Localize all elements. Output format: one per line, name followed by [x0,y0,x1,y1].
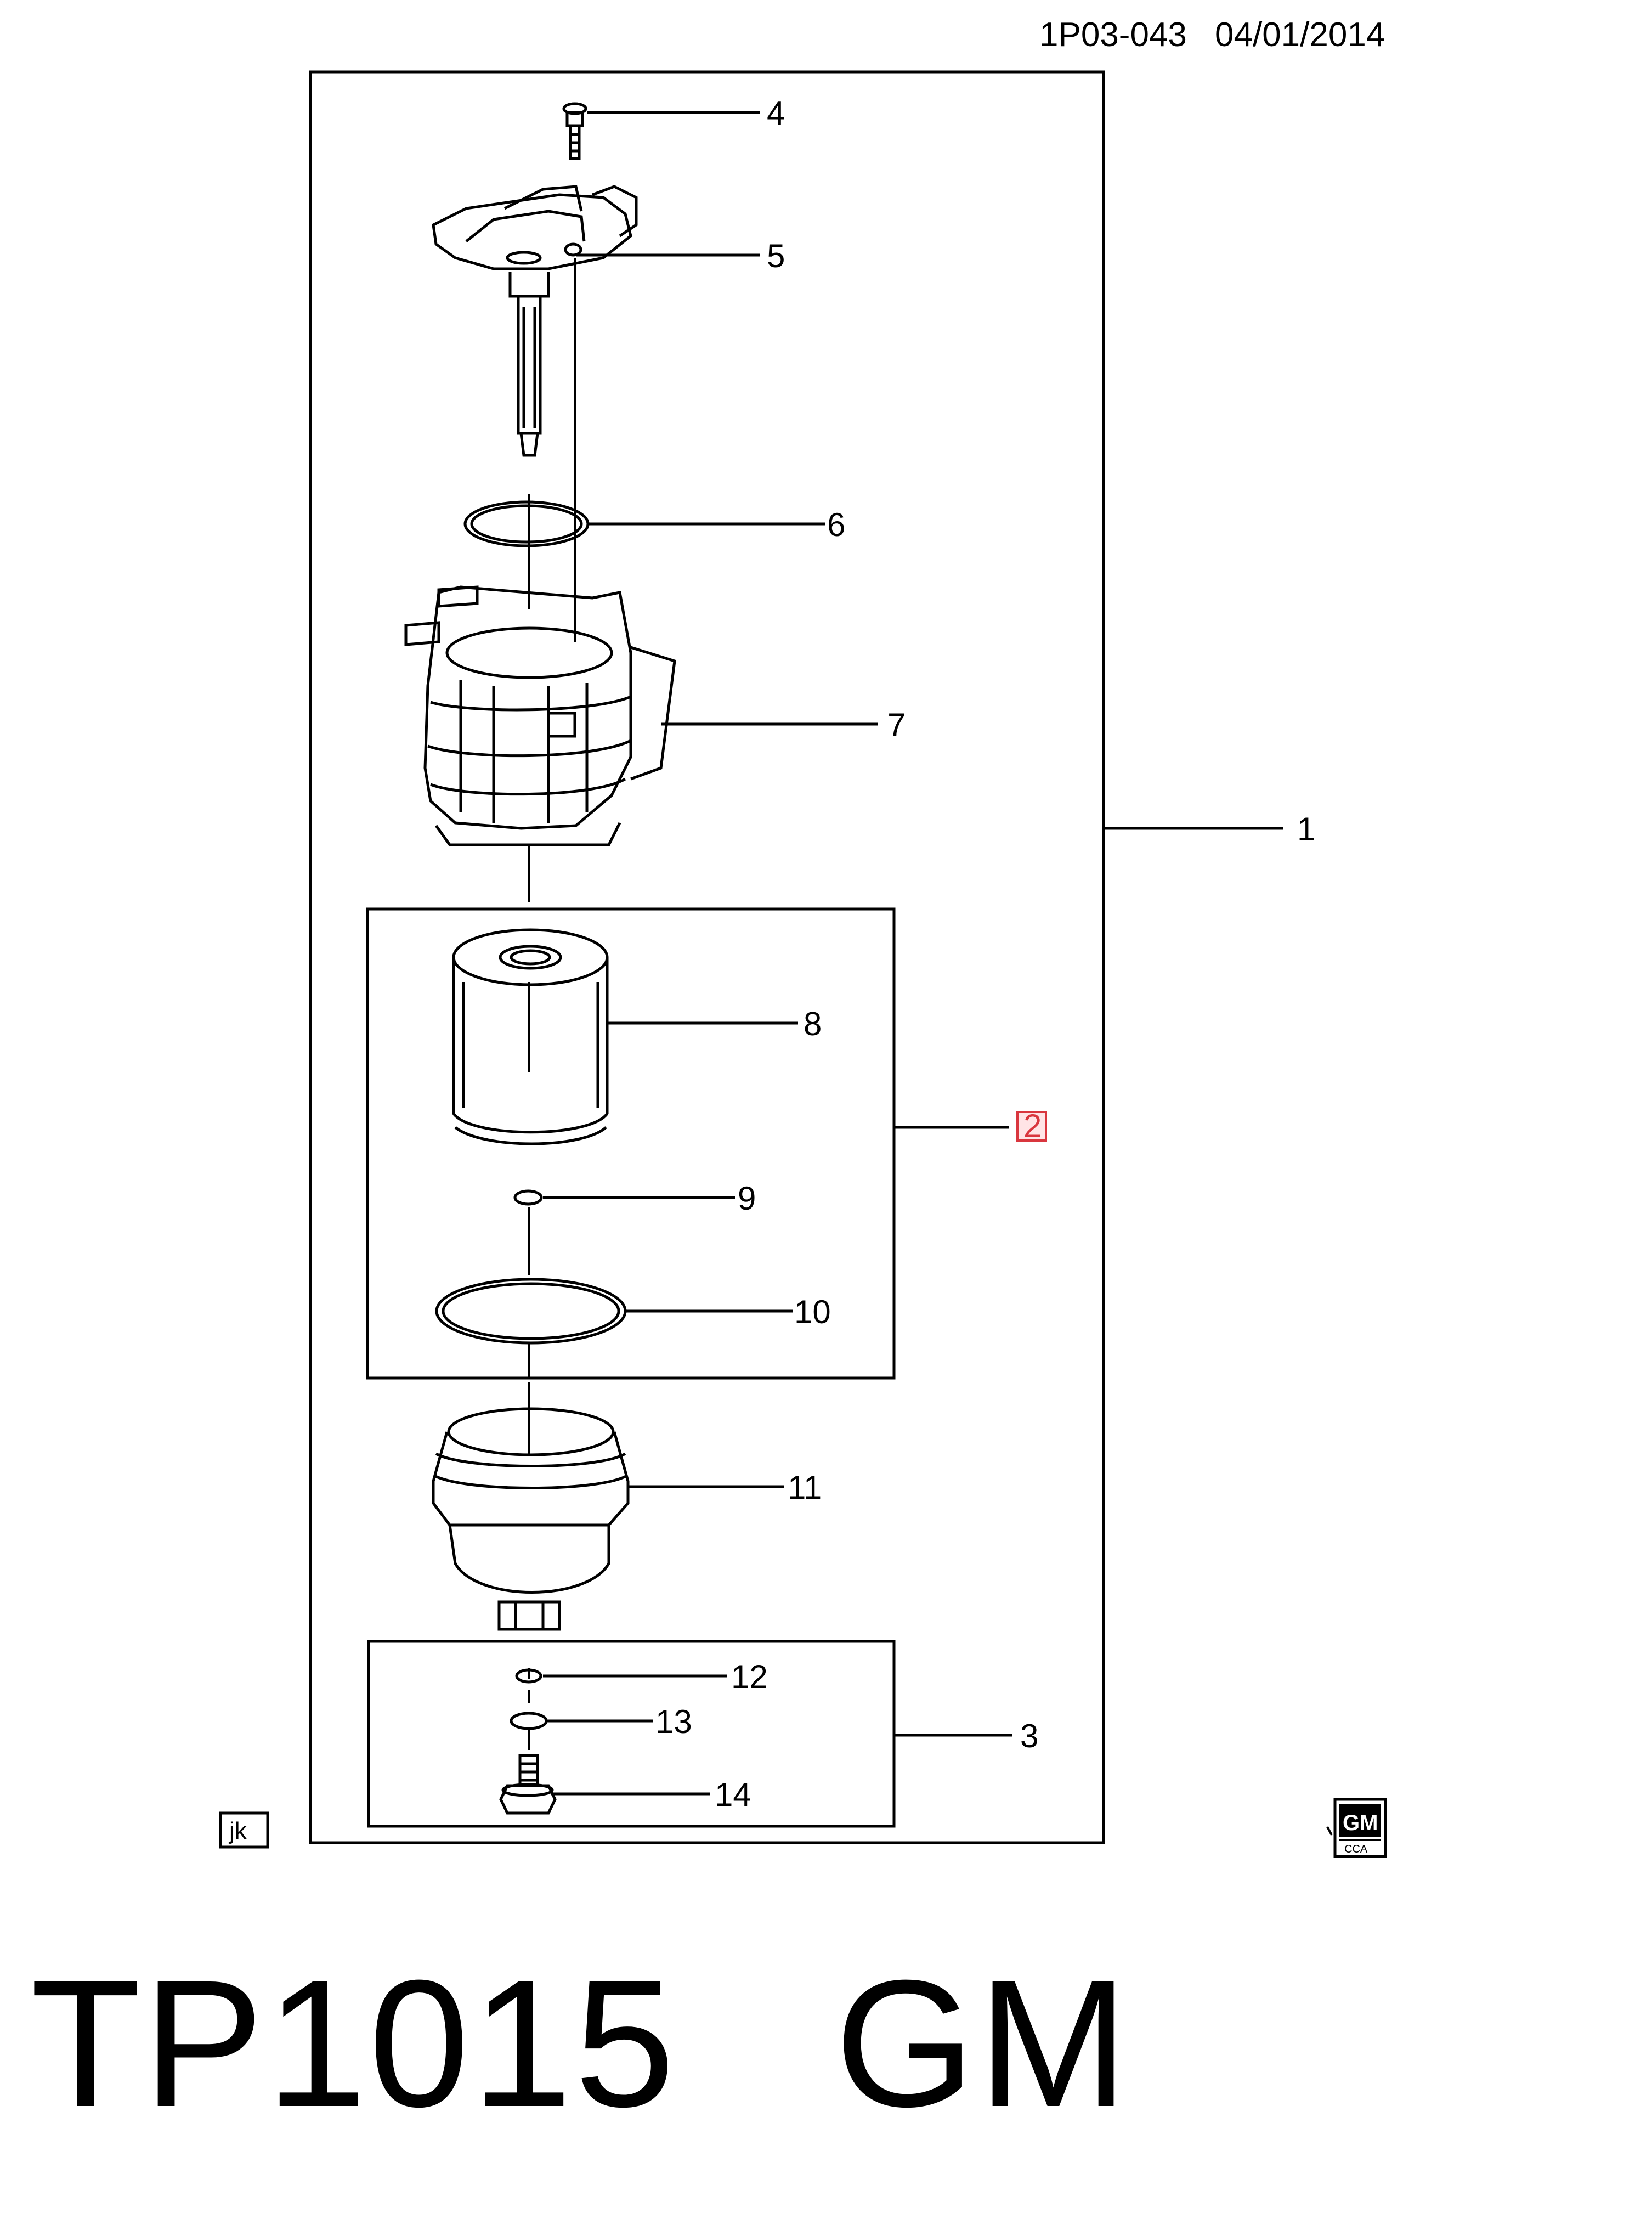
callout-13: 13 [655,1703,692,1740]
doc-date: 04/01/2014 [1215,16,1385,54]
filter-housing-part [404,585,676,846]
callout-2-highlight [1016,1111,1047,1142]
callout-6: 6 [827,506,845,543]
jk-stamp-box [219,1811,269,1849]
filter-cap-part [432,1407,630,1631]
drain-kit-frame [367,1640,896,1828]
o-ring-small-part [513,1189,543,1206]
gm-logo-text: GM [1343,1811,1378,1835]
assembly-axis [528,258,576,1750]
assembly-frame [309,70,1105,1844]
gm-logo-icon: GM CCA [1326,1798,1387,1858]
doc-id: 1P03-043 [1039,16,1187,54]
drain-plug-part [499,1754,557,1815]
part-number-footer: TP1015 GM [30,1953,1130,2134]
o-ring-large-part [435,1278,627,1345]
callout-14: 14 [715,1776,751,1813]
callout-9: 9 [738,1180,756,1217]
o-ring-upper-part [463,500,590,547]
callout-3: 3 [1020,1718,1038,1754]
callout-8: 8 [804,1006,822,1042]
jk-stamp: jk [228,1817,247,1844]
leader-lines [543,111,1283,1796]
seal-ring-part [510,1712,548,1730]
filter-kit-frame [366,907,896,1380]
callout-5: 5 [767,238,785,274]
callout-12: 12 [731,1658,768,1695]
callout-2[interactable]: 2 [1023,1108,1042,1144]
bolt-part [562,102,587,160]
callout-10: 10 [794,1294,831,1330]
brand-name: GM [834,1942,1131,2144]
filter-element-part [452,928,609,1145]
gm-logo-subtext: CCA [1344,1843,1368,1855]
callout-1: 1 [1297,811,1315,848]
callout-11: 11 [788,1469,822,1506]
part-number: TP1015 [30,1942,677,2144]
callout-4: 4 [767,95,785,132]
washer-part [515,1668,542,1684]
callout-7: 7 [887,707,906,743]
heater-sensor-part [432,185,638,457]
